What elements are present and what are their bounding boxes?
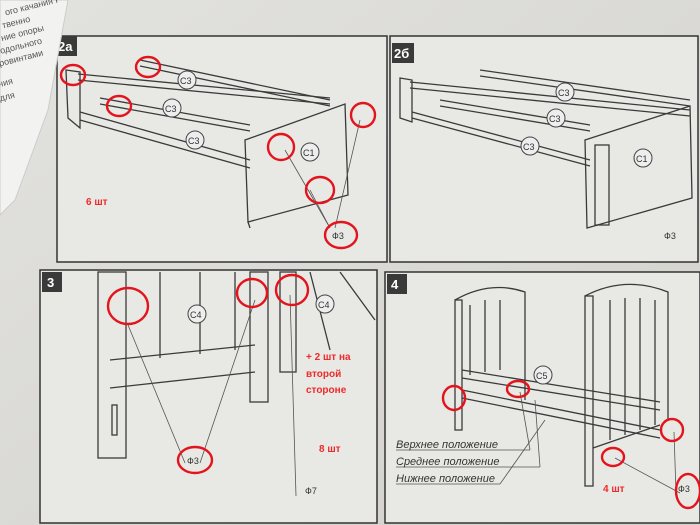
part-label: C3 <box>188 136 200 146</box>
step-number: 2б <box>394 46 409 61</box>
step-badge <box>387 274 407 294</box>
part-label: Ф3 <box>332 231 344 241</box>
part-label: C4 <box>190 310 202 320</box>
part-label: C5 <box>536 371 548 381</box>
part-label: C1 <box>636 154 648 164</box>
part-label: C3 <box>558 88 570 98</box>
panel-3: 3 C4 C4 Ф3 Ф7 + 2 шт на второй стороне 8… <box>39 269 378 524</box>
panel-2b: 2б C3 C3 C3 C1 Ф3 <box>389 35 699 263</box>
part-label: Ф7 <box>305 486 317 496</box>
quantity-note: 4 шт <box>603 484 625 495</box>
quantity-note: 8 шт <box>319 444 341 455</box>
part-label: Ф3 <box>664 231 676 241</box>
panel-2a: 2а C3 C3 C3 C1 Ф3 6 шт <box>56 35 388 263</box>
paper-text: для <box>0 90 16 103</box>
highlight-circles <box>59 55 377 250</box>
step-number: 3 <box>47 275 54 290</box>
crib-drawing <box>454 283 669 487</box>
step-number: 4 <box>391 277 399 292</box>
quantity-note: 6 шт <box>86 197 108 208</box>
overlapping-paper: ого качания Р твенно ние опоры одольного… <box>0 0 69 216</box>
part-label: Ф3 <box>187 456 199 466</box>
headboard-drawing <box>97 271 376 459</box>
part-label: C3 <box>180 76 192 86</box>
step-badge <box>57 36 77 56</box>
panel-4: 4 C5 Ф3 Верхнее положение Среднее положе… <box>384 271 700 524</box>
position-label-middle: Среднее положение <box>396 456 499 468</box>
step-badge <box>42 272 62 292</box>
bed-frame-drawing <box>399 69 693 229</box>
part-label: C3 <box>523 142 535 152</box>
part-label: Ф3 <box>678 484 690 494</box>
position-label-lower: Нижнее положение <box>396 473 495 485</box>
extra-note: стороне <box>306 385 347 396</box>
highlight-circles <box>106 273 310 475</box>
step-badge <box>392 43 414 63</box>
paper-text: ния <box>0 76 14 89</box>
part-label: C4 <box>318 300 330 310</box>
highlight-circles <box>441 379 700 510</box>
position-label-upper: Верхнее положение <box>396 439 498 451</box>
step-number: 2а <box>58 39 73 54</box>
extra-note: + 2 шт на <box>306 352 351 363</box>
part-label: C3 <box>165 104 177 114</box>
part-label: C3 <box>549 114 561 124</box>
part-label: C1 <box>303 148 315 158</box>
extra-note: второй <box>306 369 341 380</box>
bed-frame-drawing <box>65 59 349 229</box>
